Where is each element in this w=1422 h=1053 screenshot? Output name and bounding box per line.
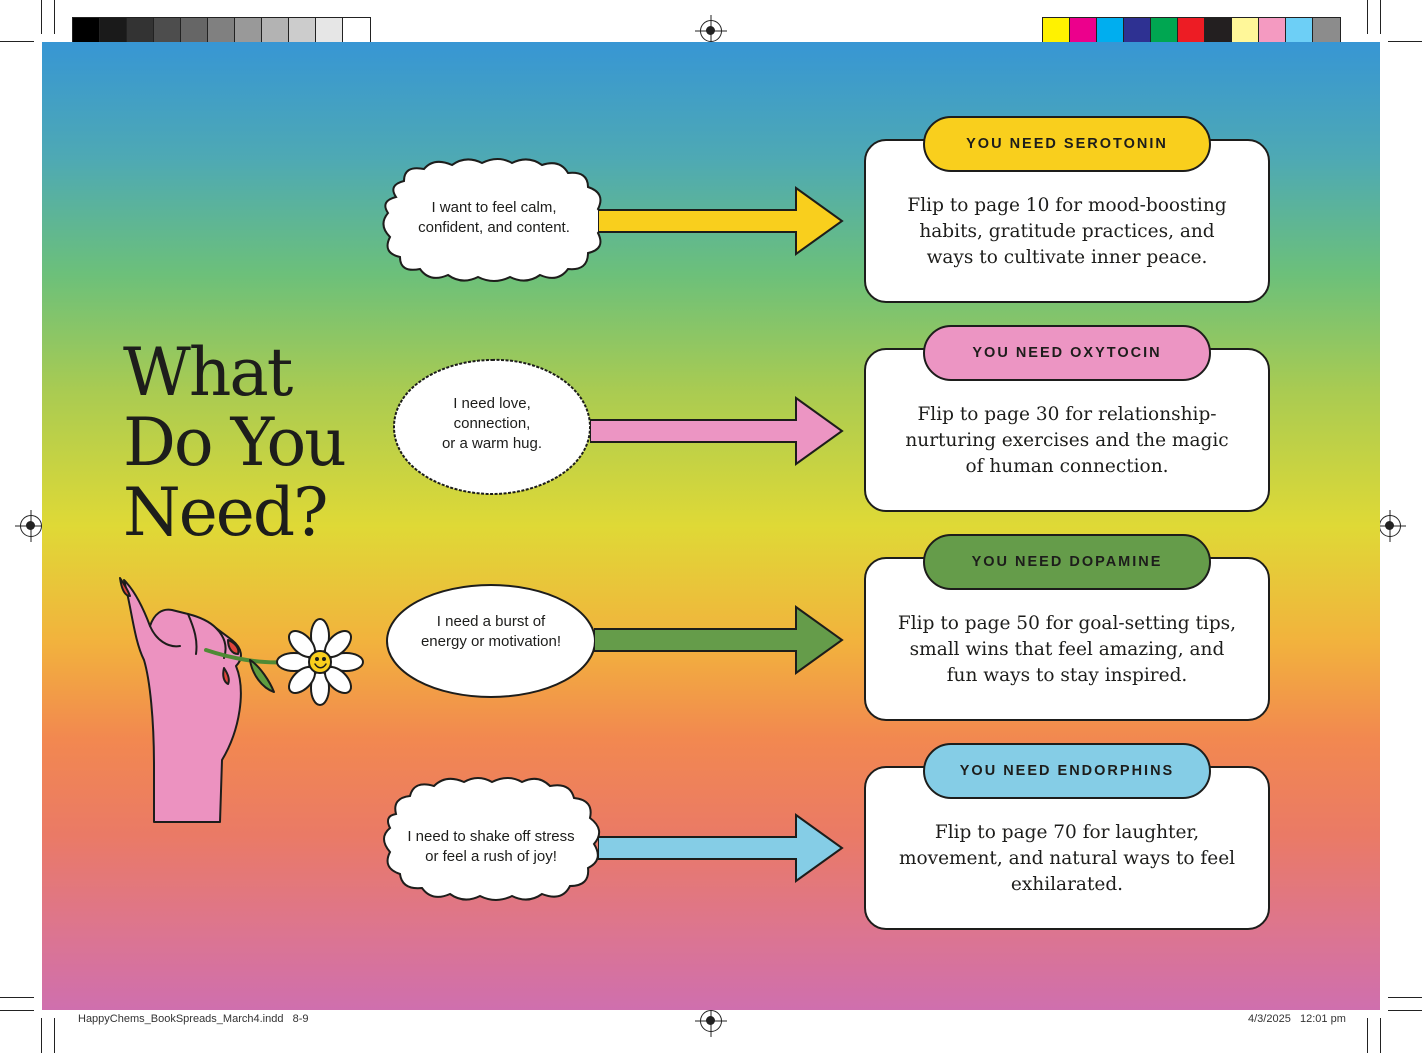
arrow-right-icon: [594, 605, 844, 675]
bubble-text: I need to shake off stress or feel a rus…: [407, 828, 575, 865]
info-card: Flip to page 30 for relationship-nurturi…: [864, 348, 1270, 512]
hand-holding-daisy-icon: [119, 577, 364, 823]
arrow-right-icon: [590, 396, 844, 466]
card-text: Flip to page 70 for laughter, movement, …: [898, 822, 1236, 895]
crop-mark: [1388, 41, 1422, 42]
label-pill-endorphins: YOU NEED ENDORPHINS: [923, 743, 1211, 799]
arrow-right-icon: [598, 186, 844, 256]
title-line: Do You: [123, 404, 347, 481]
card-text: Flip to page 50 for goal-setting tips, s…: [897, 613, 1237, 686]
title-line: What: [123, 334, 293, 411]
thought-bubble: [382, 158, 605, 282]
crop-mark: [1388, 1010, 1422, 1011]
registration-mark-icon: [1379, 515, 1401, 537]
crop-mark: [41, 1018, 42, 1053]
date-slug: 4/3/2025 12:01 pm: [1248, 1013, 1346, 1025]
crop-mark: [54, 1018, 55, 1053]
grayscale-color-bar: [72, 17, 371, 47]
crop-mark: [0, 997, 34, 998]
crop-mark: [1367, 0, 1368, 34]
thought-bubble: [383, 777, 601, 901]
registration-mark-icon: [700, 1010, 722, 1032]
crop-mark: [1388, 997, 1422, 998]
page-title: What Do You Need?: [123, 338, 347, 551]
title-line: Need?: [123, 474, 329, 551]
info-card: Flip to page 70 for laughter, movement, …: [864, 766, 1270, 930]
card-text: Flip to page 30 for relationship-nurturi…: [905, 404, 1229, 477]
registration-mark-icon: [20, 515, 42, 537]
crop-mark: [1367, 1018, 1368, 1053]
info-card: Flip to page 50 for goal-setting tips, s…: [864, 557, 1270, 721]
process-color-bar: [1042, 17, 1341, 47]
bubble-text: I need love, connection, or a warm hug.: [441, 395, 543, 452]
crop-mark: [41, 0, 42, 34]
label-pill-oxytocin: YOU NEED OXYTOCIN: [923, 325, 1211, 381]
crop-mark: [54, 0, 55, 34]
crop-mark: [1380, 1018, 1381, 1053]
card-text: Flip to page 10 for mood-boosting habits…: [907, 195, 1227, 268]
arrow-right-icon: [598, 813, 844, 883]
thought-bubble: [392, 358, 592, 496]
crop-mark: [1380, 0, 1381, 34]
crop-mark: [0, 1010, 34, 1011]
bubble-text: I need a burst of energy or motivation!: [420, 613, 562, 650]
label-pill-dopamine: YOU NEED DOPAMINE: [923, 534, 1211, 590]
bubble-text: I want to feel calm, confident, and cont…: [418, 199, 570, 236]
file-slug: HappyChems_BookSpreads_March4.indd 8-9: [78, 1013, 309, 1025]
registration-mark-icon: [700, 20, 722, 42]
label-pill-serotonin: YOU NEED SEROTONIN: [923, 116, 1211, 172]
crop-mark: [0, 41, 34, 42]
